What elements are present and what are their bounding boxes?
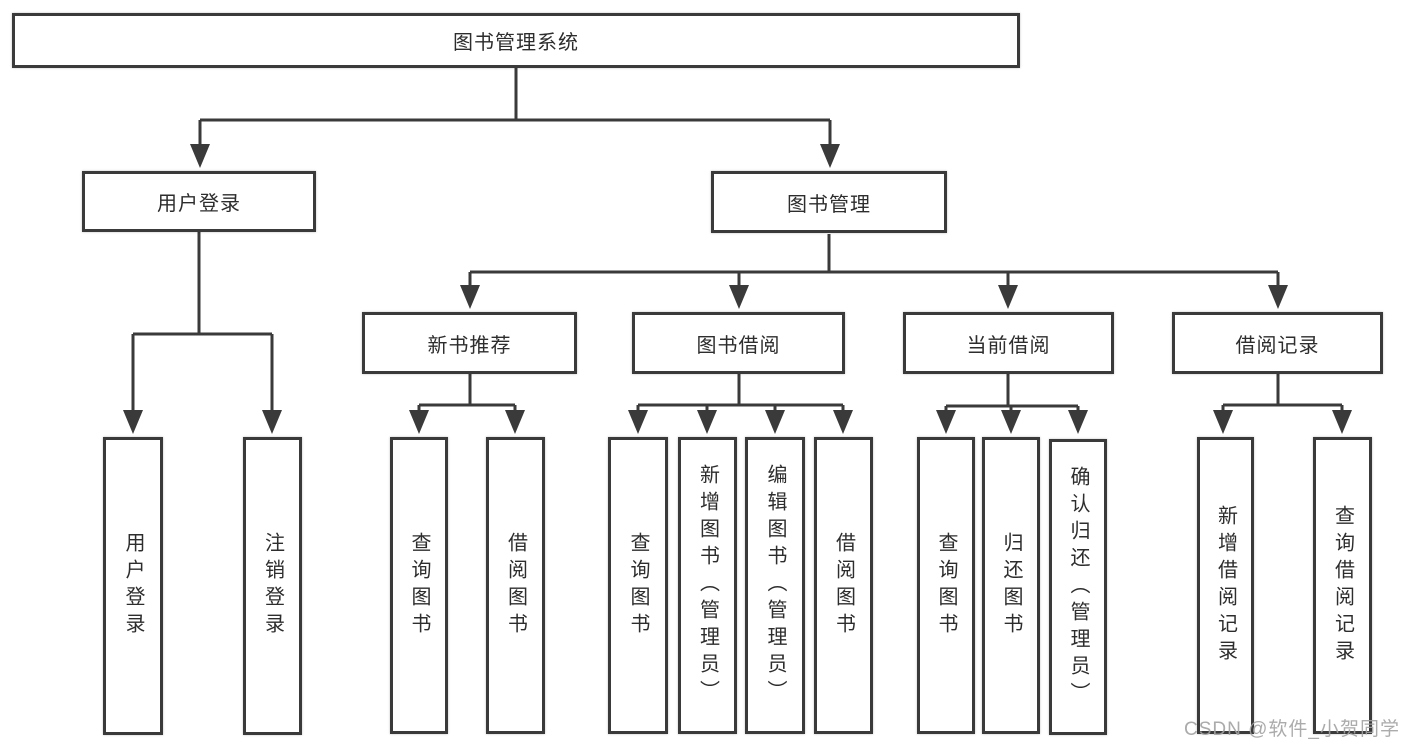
node-label: 借阅图书: [832, 531, 855, 640]
connector-user-login: [131, 232, 274, 414]
node-label: 用户登录: [157, 193, 241, 215]
arrowhead: [936, 410, 956, 434]
arrowhead: [1332, 410, 1352, 434]
arrowhead: [262, 410, 282, 434]
node-label: 查询图书: [408, 531, 430, 640]
connector-current-borrow: [944, 374, 1080, 414]
leaf-borrow-books-recommend: 借阅图书: [486, 437, 545, 734]
node-label: 图书管理: [787, 193, 871, 216]
leaf-edit-book-admin: 编辑图书（管理员）: [745, 437, 805, 734]
leaf-add-book-admin: 新增图书（管理员）: [678, 437, 737, 734]
arrowhead: [505, 410, 525, 434]
node-label: 新书推荐: [427, 334, 512, 357]
leaf-query-books-recommend: 查询图书: [390, 437, 448, 734]
leaf-return-books: 归还图书: [982, 437, 1040, 734]
connector-borrow-records: [1221, 374, 1344, 414]
node-book-borrow: 图书借阅: [632, 312, 845, 374]
node-label: 图书管理系统: [453, 32, 579, 54]
node-label: 归还图书: [1000, 531, 1022, 640]
arrowhead: [998, 285, 1018, 309]
node-current-borrow: 当前借阅: [903, 312, 1114, 374]
leaf-confirm-return-admin: 确认归还（管理员）: [1049, 439, 1107, 735]
arrowhead: [820, 144, 840, 168]
connector-root-to-level2: [198, 68, 832, 148]
leaf-user-login: 用户登录: [103, 437, 163, 735]
arrowhead: [729, 285, 749, 309]
node-label: 查询借阅记录: [1331, 504, 1354, 667]
connector-book-borrow: [636, 374, 845, 414]
node-new-book-recommend: 新书推荐: [362, 312, 577, 374]
connector-new-book-recommend: [417, 374, 517, 414]
arrowhead: [628, 410, 648, 434]
leaf-query-books-borrow: 查询图书: [608, 437, 668, 734]
leaf-query-borrow-record: 查询借阅记录: [1313, 437, 1372, 734]
node-book-management: 图书管理: [711, 171, 947, 233]
arrowhead: [123, 410, 143, 434]
arrowhead: [409, 410, 429, 434]
node-label: 确认归还（管理员）: [1067, 465, 1089, 709]
csdn-watermark: CSDN @软件_小贺同学: [1184, 719, 1400, 740]
arrowhead: [833, 410, 853, 434]
arrowhead: [190, 144, 210, 168]
node-label: 当前借阅: [966, 334, 1051, 357]
leaf-logout: 注销登录: [243, 437, 302, 735]
node-label: 借阅记录: [1235, 334, 1320, 357]
node-borrow-records: 借阅记录: [1172, 312, 1383, 374]
node-label: 编辑图书（管理员）: [764, 464, 786, 707]
leaf-borrow-books: 借阅图书: [814, 437, 873, 734]
node-label: 查询图书: [627, 531, 649, 640]
connector-book-management: [468, 234, 1280, 289]
node-label: 注销登录: [261, 532, 284, 640]
arrowhead: [1268, 285, 1288, 309]
node-label: 新增借阅记录: [1214, 504, 1237, 667]
node-label: 新增图书（管理员）: [696, 464, 719, 707]
arrowhead: [697, 410, 717, 434]
node-label: 查询图书: [935, 531, 957, 640]
leaf-query-books-current: 查询图书: [917, 437, 975, 734]
node-label: 借阅图书: [504, 531, 527, 640]
node-user-login: 用户登录: [82, 171, 316, 232]
arrowhead: [1001, 410, 1021, 434]
leaf-add-borrow-record: 新增借阅记录: [1197, 437, 1254, 734]
arrowhead: [1213, 410, 1233, 434]
node-label: 用户登录: [122, 532, 144, 640]
arrowhead: [1068, 410, 1088, 434]
node-label: 图书借阅: [696, 334, 781, 357]
arrowhead: [765, 410, 785, 434]
node-library-system: 图书管理系统: [12, 13, 1020, 68]
arrowhead: [460, 285, 480, 309]
